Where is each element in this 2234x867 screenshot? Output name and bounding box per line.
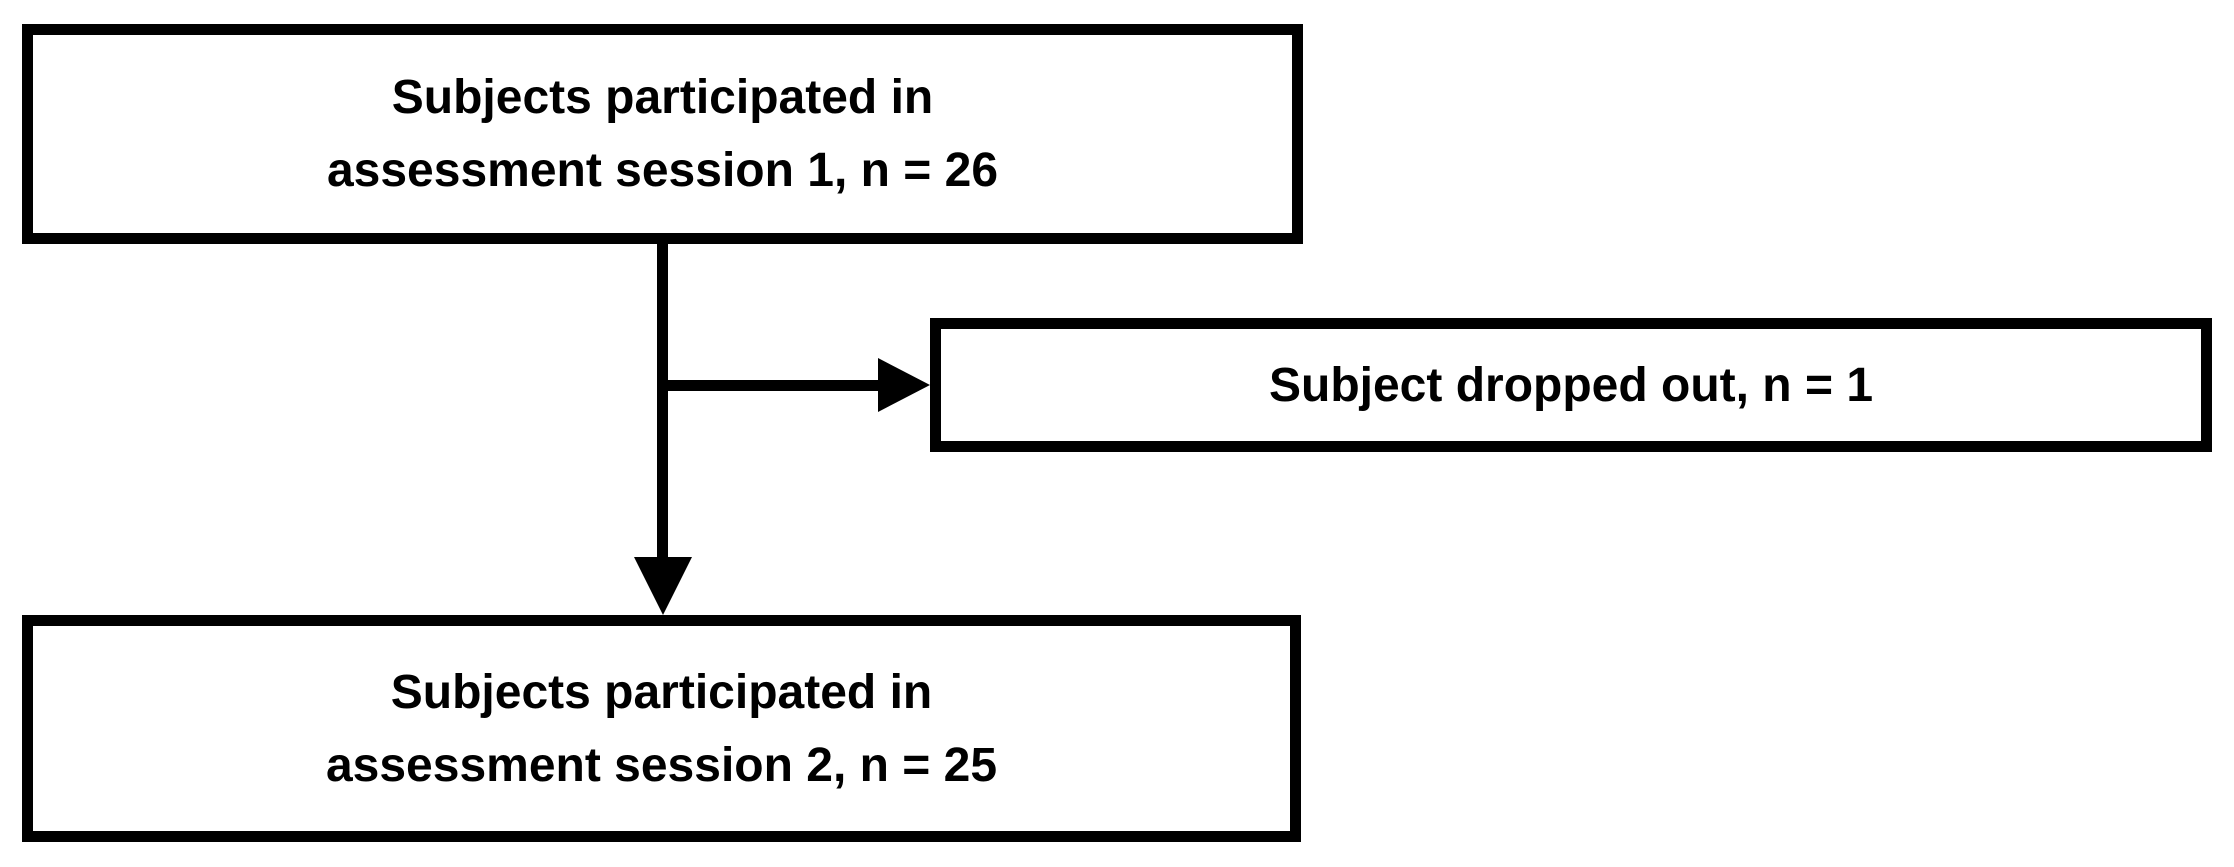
session-1-label-line2: assessment session 1, n = 26 [326,144,999,197]
arrowhead-right-icon [878,358,930,412]
session-2-label-line2: assessment session 2, n = 25 [325,738,998,792]
flow-box-dropout: Subject dropped out, n = 1 [930,318,2212,452]
session-1-label-line1: Subjects participated in [391,71,934,124]
arrow-branch-to-dropout-line [663,380,878,391]
arrow-session1-to-session2-line [657,244,668,560]
session-2-label-line1: Subjects participated in [390,665,933,719]
dropout-label: Subject dropped out, n = 1 [1268,358,1874,412]
flow-box-session-2: Subjects participated in assessment sess… [22,615,1301,842]
arrowhead-down-icon [634,557,692,615]
flow-box-session-1: Subjects participated in assessment sess… [22,24,1303,244]
